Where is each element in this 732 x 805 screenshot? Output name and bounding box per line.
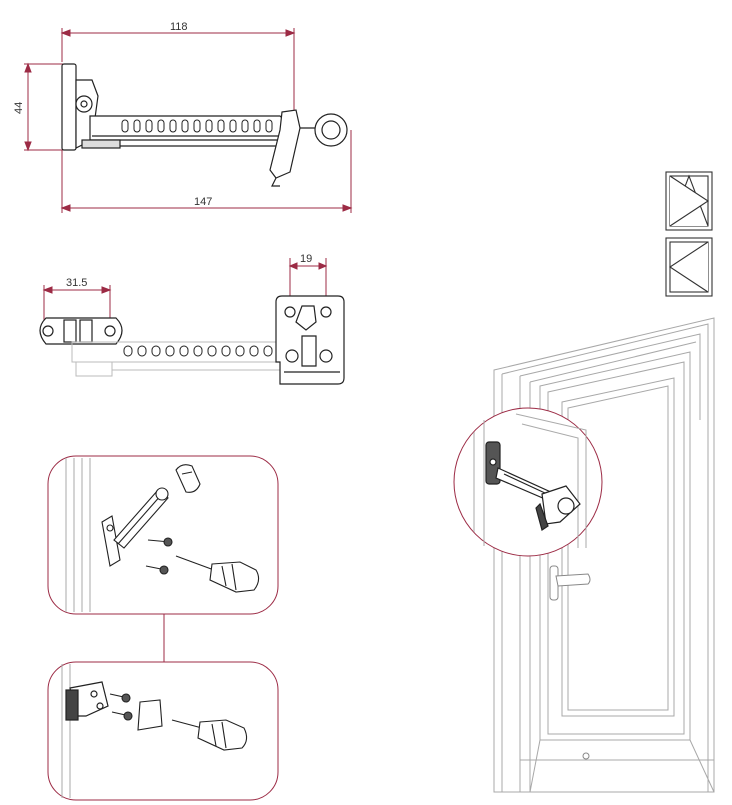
keeper-bracket-front [275,295,345,385]
dimension-label-44: 44 [13,102,25,114]
dimension-label-147: 147 [194,196,212,208]
restrictor-slots-top [121,119,273,133]
front-view-drawing: 31.5 19 [39,253,345,385]
restrictor-slots-front [123,345,273,357]
window-elevation [493,317,715,793]
tilt-and-turn-symbol-icon [665,171,713,231]
keeper-bracket-mounted [65,681,109,721]
installation-step-1 [47,455,279,615]
end-cap-part [175,464,201,493]
screw-icon [145,537,173,575]
restrictor-arm-mounted [101,487,169,567]
dimension-label-118: 118 [170,21,188,33]
restrictor-latch-top [269,109,348,187]
screwdriver-icon [175,555,260,593]
dimension-lines-top [24,28,353,213]
screwdriver-icon-2 [171,719,248,751]
installation-step-2 [47,661,279,801]
window-frame-edge-2 [61,664,71,798]
turn-only-symbol-icon [665,237,713,297]
detail-callout-circle [453,407,603,557]
dimension-label-31-5: 31.5 [66,277,87,289]
restrictor-installed-detail [485,441,581,531]
cover-cap-part [137,699,163,731]
top-view-drawing: 118 44 147 [13,21,353,213]
window-frame-edge [65,458,91,612]
restrictor-arm-top-view [61,63,291,151]
restrictor-arm-front-view [39,317,123,345]
dimension-label-19: 19 [300,253,312,265]
screw-icon-2 [109,693,133,721]
sash-lock-indicator [582,752,590,760]
window-handle-icon [549,565,591,601]
dimension-lines-front [42,258,328,320]
